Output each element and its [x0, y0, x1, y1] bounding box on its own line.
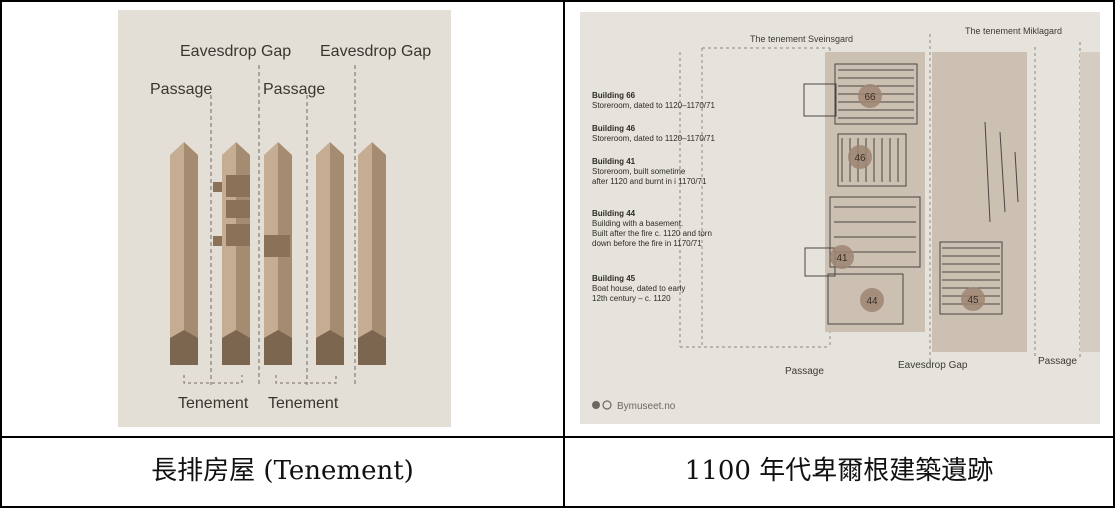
building-44-line1: Building with a basement. — [592, 219, 683, 228]
label-eavesdrop-gap: Eavesdrop Gap — [898, 360, 968, 371]
building-45-line1: Boat house, dated to early — [592, 284, 685, 293]
building-remains-photo: 66 46 41 44 45 The tenement Sveinsgard T… — [580, 12, 1100, 424]
building-41-title: Building 41 — [592, 157, 636, 166]
table-border-top — [0, 0, 1115, 2]
building-66-line1: Storeroom, dated to 1120–1170/71 — [592, 101, 715, 110]
building-46-title: Building 46 — [592, 124, 636, 133]
building-41-line1: Storeroom, built sometime — [592, 167, 686, 176]
label-passage-2: Passage — [263, 81, 325, 98]
label-tenement-1: Tenement — [178, 395, 249, 412]
label-passage-right: Passage — [1038, 356, 1077, 367]
header-sveinsgard: The tenement Sveinsgard — [750, 34, 853, 44]
facebook-icon — [592, 401, 600, 409]
caption-left: 長排房屋 (Tenement) — [151, 456, 414, 486]
caption-right: 1100 年代卑爾根建築遺跡 — [684, 456, 994, 486]
tenement-diagram-photo: Eavesdrop Gap Eavesdrop Gap Passage Pass… — [118, 10, 451, 427]
label-passage-left: Passage — [785, 366, 824, 377]
table-divider-row — [0, 436, 1115, 438]
header-miklagard: The tenement Miklagard — [965, 26, 1062, 36]
table-border-bottom — [0, 506, 1115, 508]
label-eavesdrop-gap-1: Eavesdrop Gap — [180, 43, 291, 60]
table-border-right — [1113, 0, 1115, 508]
label-passage-1: Passage — [150, 81, 212, 98]
building-45-title: Building 45 — [592, 274, 636, 283]
building-45-line2: 12th century – c. 1120 — [592, 294, 671, 303]
instagram-icon — [602, 400, 612, 410]
marker-44: 44 — [866, 296, 878, 307]
building-41-line2: after 1120 and burnt in i 1170/71 — [592, 177, 707, 186]
building-columns — [170, 142, 386, 365]
table-border-left — [0, 0, 2, 508]
footer-bymuseet: Bymuseet.no — [617, 401, 676, 412]
label-tenement-2: Tenement — [268, 395, 339, 412]
building-66-title: Building 66 — [592, 91, 636, 100]
building-44-title: Building 44 — [592, 209, 636, 218]
marker-66: 66 — [864, 92, 876, 103]
building-46-line1: Storeroom, dated to 1120–1170/71 — [592, 134, 715, 143]
table-divider-col — [563, 0, 565, 508]
label-eavesdrop-gap-2: Eavesdrop Gap — [320, 43, 431, 60]
building-44-line2: Built after the fire c. 1120 and torn — [592, 229, 712, 238]
building-44-line3: down before the fire in 1170/71 — [592, 239, 702, 248]
marker-41: 41 — [836, 253, 848, 264]
marker-46: 46 — [854, 153, 866, 164]
marker-45: 45 — [967, 295, 979, 306]
